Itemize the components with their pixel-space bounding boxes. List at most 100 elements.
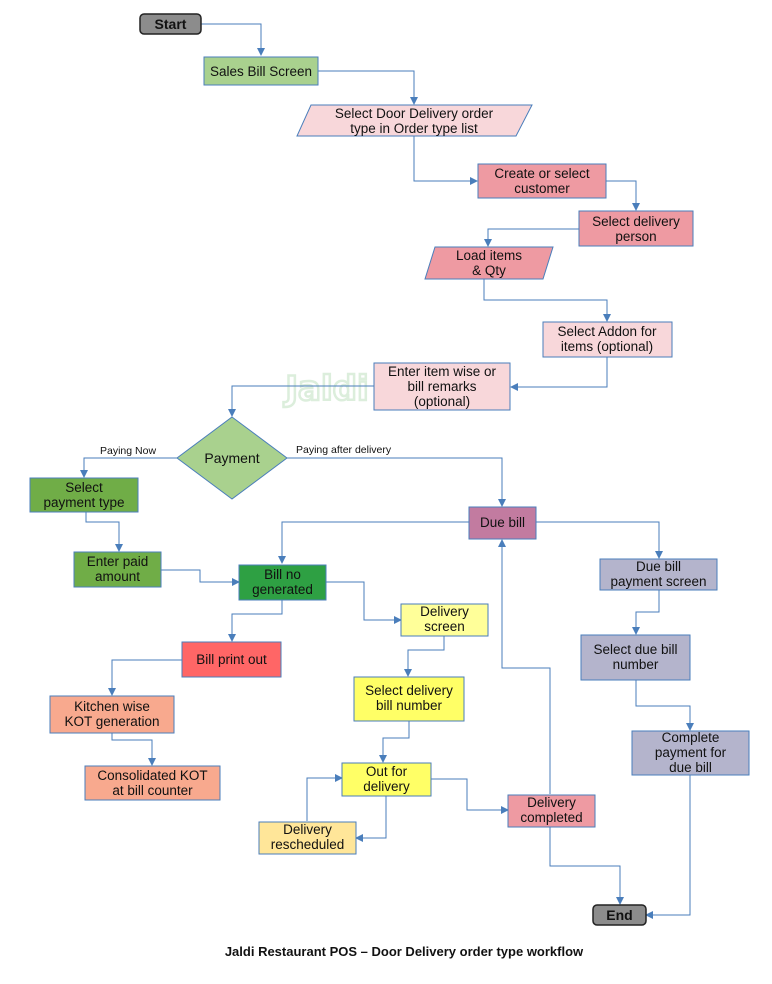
- node-bill-no-line-2: generated: [252, 582, 313, 597]
- node-bill-print-label: Bill print out: [196, 652, 267, 667]
- edge-completed-duebill: [498, 539, 551, 794]
- node-load-items-line-1: Load items: [456, 248, 522, 263]
- node-completed-line-1: Delivery: [527, 795, 576, 810]
- node-due-bill-screen-line-2: payment screen: [610, 574, 706, 589]
- edge-addon-remarks: [510, 357, 608, 391]
- node-payment-label: Payment: [204, 450, 259, 466]
- node-addon-line-1: Select Addon for: [557, 324, 657, 339]
- node-bill-no-generated: Bill no generated: [238, 564, 327, 601]
- edge-payment-duebill: [287, 457, 506, 507]
- node-consolidated-kot: Consolidated KOT at bill counter: [84, 765, 221, 801]
- node-select-addon: Select Addon for items (optional): [542, 321, 673, 358]
- edge-outfordelivery-completed: [431, 778, 509, 814]
- node-complete-payment-line-2: payment for: [655, 745, 727, 760]
- node-start: Start: [139, 13, 202, 35]
- node-rescheduled-line-2: rescheduled: [271, 837, 345, 852]
- edge-loaditems-addon: [483, 279, 611, 322]
- node-select-delivery-person: Select delivery person: [578, 210, 694, 247]
- edge-paytype-paidamount: [85, 512, 123, 552]
- edge-sales-ordertype: [318, 70, 418, 105]
- node-consolidated-kot-line-2: at bill counter: [112, 783, 193, 798]
- node-out-for-delivery: Out for delivery: [341, 762, 432, 797]
- edge-label-paying-now: Paying Now: [100, 445, 156, 457]
- node-create-select-customer: Create or select customer: [477, 163, 607, 199]
- node-delivery-screen-line-2: screen: [424, 619, 465, 634]
- edge-payment-paytype: [80, 457, 177, 478]
- edges: [80, 23, 694, 919]
- node-payment-decision: Payment: [176, 416, 288, 500]
- node-complete-payment-line-1: Complete: [662, 730, 720, 745]
- edge-billprint-kot: [108, 659, 182, 696]
- edge-outfordelivery-rescheduled: [355, 796, 387, 842]
- node-out-for-delivery-line-2: delivery: [363, 779, 410, 794]
- node-complete-payment-line-3: due bill: [669, 760, 712, 775]
- node-bill-print-out: Bill print out: [181, 641, 282, 678]
- node-out-for-delivery-line-1: Out for: [366, 764, 408, 779]
- node-select-order-type-line-2: type in Order type list: [350, 121, 478, 136]
- edge-start-sales: [201, 23, 265, 56]
- node-enter-remarks: Enter item wise or bill remarks (optiona…: [373, 362, 511, 411]
- edge-remarks-payment: [228, 385, 374, 417]
- edge-completed-end: [549, 827, 624, 905]
- node-sales-bill-screen-label: Sales Bill Screen: [210, 64, 312, 79]
- edge-ordertype-customer: [413, 136, 478, 185]
- node-rescheduled-line-1: Delivery: [283, 822, 332, 837]
- node-due-bill-label: Due bill: [480, 515, 525, 530]
- edge-duebillscreen-selectduebill: [632, 590, 660, 635]
- node-load-items: Load items & Qty: [424, 246, 554, 280]
- node-complete-payment: Complete payment for due bill: [631, 730, 750, 776]
- node-delivery-screen: Delivery screen: [400, 603, 489, 637]
- edge-selectduebill-completepayment: [635, 680, 694, 731]
- node-delivery-person-line-1: Select delivery: [592, 214, 680, 229]
- node-enter-paid-amount: Enter paid amount: [73, 551, 162, 588]
- node-delivery-screen-line-1: Delivery: [420, 604, 469, 619]
- node-delivery-completed: Delivery completed: [507, 794, 596, 828]
- node-paid-amount-line-1: Enter paid: [87, 554, 149, 569]
- node-completed-line-2: completed: [520, 810, 582, 825]
- node-bill-no-line-1: Bill no: [264, 567, 301, 582]
- edge-billno-deliveryscreen: [326, 581, 402, 624]
- node-select-order-type: Select Door Delivery order type in Order…: [296, 104, 533, 137]
- node-payment-type-line-1: Select: [65, 480, 103, 495]
- node-remarks-line-2: bill remarks: [407, 379, 476, 394]
- node-paid-amount-line-2: amount: [95, 569, 140, 584]
- node-select-due-bill-number: Select due bill number: [580, 634, 691, 681]
- node-load-items-line-2: & Qty: [472, 263, 506, 278]
- edge-label-paying-after-delivery: Paying after delivery: [296, 444, 392, 456]
- edge-customer-deliveryperson: [606, 180, 640, 211]
- node-kot-line-1: Kitchen wise: [74, 699, 150, 714]
- node-select-delivery-bill-line-2: bill number: [376, 698, 443, 713]
- node-addon-line-2: items (optional): [561, 339, 653, 354]
- node-delivery-person-line-2: person: [615, 229, 656, 244]
- edge-paidamount-billno: [161, 569, 240, 586]
- edge-rescheduled-outfordelivery: [306, 774, 343, 821]
- node-start-label: Start: [155, 16, 187, 32]
- node-delivery-rescheduled: Delivery rescheduled: [258, 821, 357, 855]
- node-due-bill-screen-line-1: Due bill: [636, 559, 681, 574]
- node-select-delivery-bill-line-1: Select delivery: [365, 683, 453, 698]
- edge-duebill-duebillscreen: [536, 521, 663, 559]
- node-select-order-type-line-1: Select Door Delivery order: [335, 106, 494, 121]
- node-end-label: End: [606, 907, 632, 923]
- edge-deliveryperson-loaditems: [484, 228, 579, 247]
- node-select-payment-type: Select payment type: [29, 477, 139, 513]
- node-select-due-bill-line-2: number: [613, 657, 659, 672]
- node-kot-generation: Kitchen wise KOT generation: [49, 695, 175, 734]
- node-due-bill: Due bill: [468, 506, 537, 540]
- edge-completepayment-end: [645, 775, 691, 919]
- edge-deliveryscreen-selectbill: [404, 636, 445, 677]
- node-end: End: [592, 904, 647, 926]
- node-remarks-line-3: (optional): [414, 394, 470, 409]
- node-remarks-line-1: Enter item wise or: [388, 364, 497, 379]
- node-customer-line-1: Create or select: [494, 166, 590, 181]
- node-consolidated-kot-line-1: Consolidated KOT: [97, 768, 207, 783]
- node-kot-line-2: KOT generation: [64, 714, 159, 729]
- node-select-delivery-bill-number: Select delivery bill number: [353, 676, 465, 722]
- node-due-bill-payment-screen: Due bill payment screen: [599, 558, 718, 591]
- edge-billno-billprint: [228, 600, 283, 642]
- edge-selectbill-outfordelivery: [379, 721, 410, 763]
- edge-duebill-billno: [278, 521, 469, 564]
- diagram-caption: Jaldi Restaurant POS – Door Delivery ord…: [225, 944, 584, 959]
- node-payment-type-line-2: payment type: [43, 495, 124, 510]
